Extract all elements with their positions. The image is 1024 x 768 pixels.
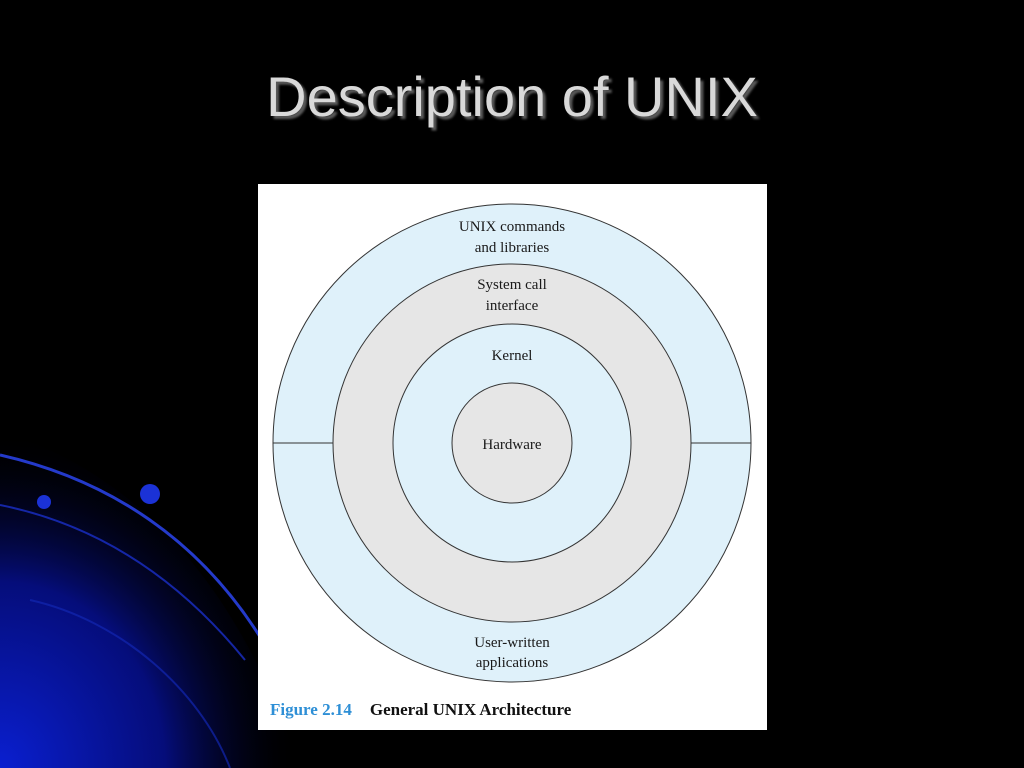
figure-caption: Figure 2.14 General UNIX Architecture — [270, 700, 571, 720]
layer-label-commands-line1: UNIX commands — [459, 219, 565, 235]
layer-core-hardware — [451, 382, 573, 504]
layer-label-syscall-line1: System call — [477, 277, 547, 293]
figure-caption-text: General UNIX Architecture — [369, 700, 572, 719]
figure-number: Figure 2.14 — [270, 700, 352, 719]
layer-label-apps-line2: applications — [476, 655, 549, 671]
layer-label-hardware: Hardware — [482, 437, 541, 453]
layer-label-syscall-line2: interface — [486, 298, 539, 314]
layer-label-apps-line1: User-written — [474, 635, 550, 651]
figure-panel: UNIX commands and libraries System call … — [258, 184, 767, 730]
layer-label-kernel: Kernel — [492, 348, 533, 364]
slide-title: Description of UNIX — [266, 65, 758, 128]
unix-architecture-diagram: UNIX commands and libraries System call … — [272, 203, 752, 683]
layer-label-commands-line2: and libraries — [475, 240, 550, 256]
